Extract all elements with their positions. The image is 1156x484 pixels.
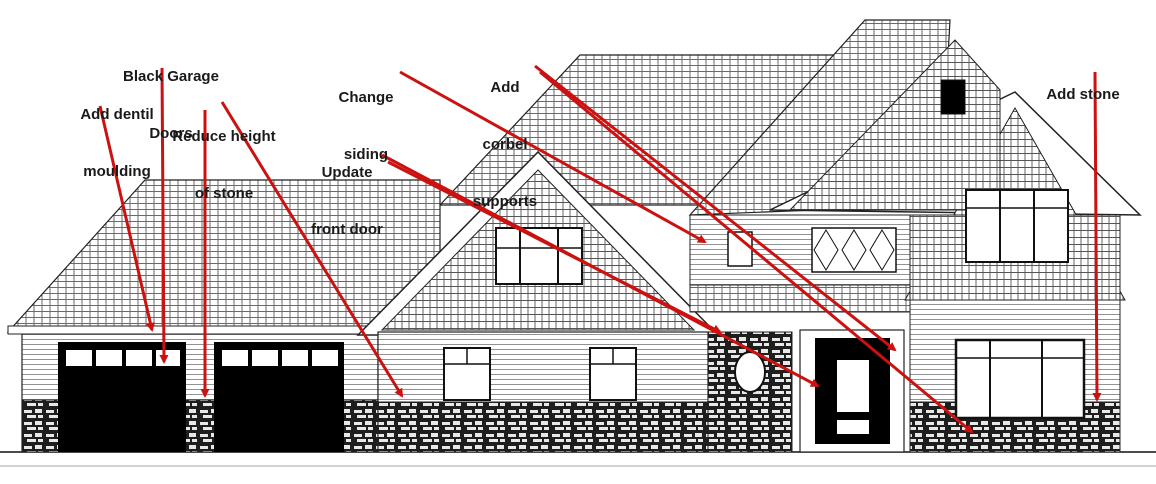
label-line: of stone <box>194 185 254 202</box>
right-lower-window <box>954 338 1086 420</box>
annotation-arrows <box>98 64 1102 434</box>
label-line: siding <box>343 146 389 163</box>
label-line: Add <box>490 79 520 96</box>
label-line: Black Garage <box>123 68 219 85</box>
arrow-add-stone <box>1092 71 1102 402</box>
oval-window <box>734 351 766 393</box>
arrow-garage <box>159 67 169 364</box>
label-add-corbel: Add corbel supports <box>460 40 550 230</box>
label-reduce-stone: Reduce height of stone <box>164 89 284 222</box>
label-line: Change <box>338 89 394 106</box>
arrow-stone-height-2 <box>220 101 404 398</box>
attic-vent <box>940 79 966 115</box>
center-window-left <box>443 347 491 401</box>
label-line: Add stone <box>1046 86 1120 103</box>
porch-roof <box>689 281 911 313</box>
garage-door-left <box>58 342 186 452</box>
arrow-siding <box>399 70 707 244</box>
middle-diamond-window <box>811 227 897 273</box>
label-line: supports <box>472 193 538 210</box>
arrow-front-door-2 <box>387 160 722 334</box>
label-line: Update <box>321 164 373 181</box>
label-line: front door <box>311 221 383 238</box>
label-line: corbel <box>482 136 528 153</box>
label-add-dentil: Add dentil moulding <box>62 67 172 200</box>
front-door <box>815 338 890 444</box>
arrow-corbel <box>534 64 897 352</box>
label-black-garage-doors: Black Garage Doors <box>112 29 230 162</box>
center-window-right <box>589 347 637 401</box>
label-add-stone: Add stone <box>1036 47 1130 123</box>
label-line: moulding <box>83 163 151 180</box>
label-update-front-door: Update front door <box>292 125 402 258</box>
right-upper-window <box>965 189 1069 263</box>
arrow-dentil <box>98 105 155 332</box>
arrow-corbel-2 <box>539 70 974 434</box>
label-line: Doors <box>149 125 193 142</box>
label-line: Reduce height <box>172 128 276 145</box>
garage-frieze <box>7 325 379 335</box>
label-line: Add dentil <box>80 106 154 123</box>
garage-door-right <box>214 342 344 452</box>
center-stone-base <box>377 401 709 453</box>
label-change-siding: Change siding <box>326 50 406 183</box>
